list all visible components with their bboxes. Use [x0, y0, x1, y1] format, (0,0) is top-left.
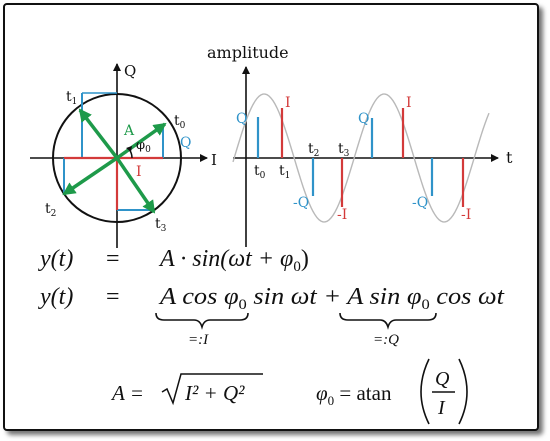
amplitude-label: A: [123, 123, 135, 139]
eq1-equals: =: [106, 246, 120, 272]
phasor-t1-label: t1: [66, 89, 77, 107]
phase-arc-arrow: [126, 146, 132, 152]
phasor-circle: [52, 93, 182, 223]
amplitude-formula-radicand: I² + Q²: [184, 381, 245, 405]
wave-i-neg-label-1: -I: [337, 207, 347, 223]
time-axis-label: t: [506, 148, 513, 167]
underbrace-q: [339, 312, 437, 330]
phase-label: φ0: [136, 138, 151, 155]
eq2-lhs: y(t): [38, 284, 73, 310]
eq1-rhs: A · sin(ωt + φ0): [158, 246, 309, 275]
amplitude-axis-label: amplitude: [207, 43, 289, 62]
underbrace-i-label: =:I: [188, 332, 209, 348]
amplitude-formula-lhs: A =: [110, 381, 144, 405]
phasor-i-label: I: [136, 164, 142, 180]
phase-denominator: I: [437, 397, 446, 419]
sine-curve: [232, 93, 490, 223]
underbrace-q-label: =:Q: [373, 332, 399, 348]
phasor-i-axis-label: I: [211, 151, 217, 169]
wave-t1-label: t1: [279, 163, 290, 181]
phasor-t0-label: t0: [174, 113, 186, 131]
sqrt-sign: [161, 373, 263, 406]
phasor-t2-label: t2: [45, 201, 56, 219]
underbrace-i: [155, 312, 249, 330]
wave-t3-label: t3: [338, 141, 350, 159]
waveform-plot: amplitude t Q I Q I -Q -I -Q -I t0 t1 t2…: [207, 43, 513, 247]
right-paren: [458, 358, 468, 425]
wave-t0-label: t0: [254, 163, 266, 181]
phasor-t0: [115, 122, 167, 160]
phasor-q-axis-label: Q: [124, 62, 136, 80]
phasor-diagram: Q I A φ0 I Q t0 t1 t2 t3: [30, 62, 217, 248]
left-paren: [420, 358, 430, 425]
wave-i-label-2: I: [406, 95, 412, 111]
wave-i-label-1: I: [285, 95, 291, 111]
phasor-q-label: Q: [180, 135, 191, 151]
phasor-t3: [115, 157, 156, 214]
phasor-t3-label: t3: [155, 216, 167, 234]
wave-q-neg-label-1: -Q: [293, 195, 309, 211]
eq2-equals: =: [106, 284, 120, 310]
phase-formula-lhs: φ0 = atan: [316, 381, 392, 408]
wave-q-neg-label-2: -Q: [412, 195, 428, 211]
phasor-t1: [78, 108, 119, 160]
wave-i-neg-label-2: -I: [461, 207, 471, 223]
wave-q-label-1: Q: [236, 111, 247, 127]
phasor-t2: [62, 156, 118, 196]
wave-q-label-2: Q: [358, 111, 369, 127]
eq1-lhs: y(t): [38, 246, 73, 272]
wave-t2-label: t2: [308, 141, 319, 159]
phase-numerator: Q: [435, 368, 450, 390]
